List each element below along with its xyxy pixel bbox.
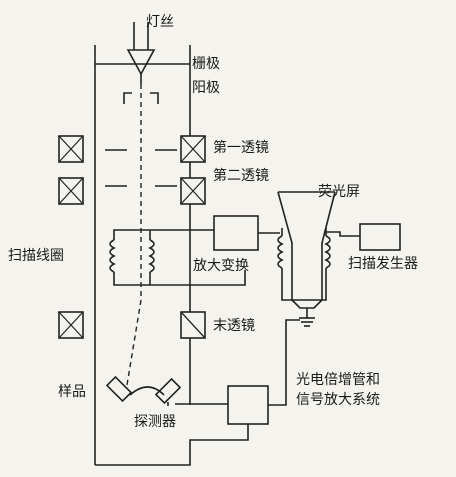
scan-coil-left-icon bbox=[109, 239, 116, 273]
final-lens bbox=[58, 311, 206, 339]
lens1-coil-right-icon bbox=[180, 135, 206, 163]
electron-beam-deflected bbox=[126, 299, 142, 386]
scan-gen-wire bbox=[326, 231, 360, 237]
final-lens-coil-left-icon bbox=[58, 311, 84, 339]
label-screen: 荧光屏 bbox=[318, 184, 360, 200]
sample-icon bbox=[105, 375, 133, 403]
second-lens bbox=[58, 177, 206, 205]
crt-coil-right-icon bbox=[324, 228, 331, 290]
first-lens bbox=[58, 135, 206, 163]
scan-wire-bottom bbox=[113, 270, 246, 286]
crt-coil-left-icon bbox=[277, 228, 284, 290]
detector-icon bbox=[129, 377, 228, 406]
label-second-lens: 第二透镜 bbox=[213, 168, 269, 184]
pmt-box bbox=[227, 385, 269, 425]
label-grid: 栅极 bbox=[192, 56, 220, 72]
label-anode: 阳极 bbox=[192, 80, 220, 96]
bottom-signal-wire bbox=[95, 415, 249, 466]
lens2-coil-right-icon bbox=[180, 177, 206, 205]
label-first-lens: 第一透镜 bbox=[213, 140, 269, 156]
final-lens-coil-right-icon bbox=[180, 311, 206, 339]
label-final-lens: 末透镜 bbox=[213, 318, 255, 334]
lens1-coil-left-icon bbox=[58, 135, 84, 163]
crt-screen-icon bbox=[277, 191, 336, 327]
label-scan-generator: 扫描发生器 bbox=[348, 256, 418, 272]
filament-icon bbox=[126, 22, 156, 84]
label-filament: 灯丝 bbox=[146, 14, 174, 30]
label-sample: 样品 bbox=[58, 384, 86, 400]
pmt-to-crt-wire bbox=[268, 319, 300, 406]
scan-coil-right-icon bbox=[148, 239, 155, 273]
label-scan-coil: 扫描线圈 bbox=[8, 248, 64, 264]
anode-icon bbox=[123, 92, 159, 104]
label-amplifier: 放大变换 bbox=[193, 258, 249, 274]
amplifier-box bbox=[213, 215, 259, 251]
label-detector: 探测器 bbox=[134, 414, 176, 430]
label-pmt-line2: 信号放大系统 bbox=[296, 392, 380, 408]
scan-generator-box bbox=[359, 223, 401, 251]
label-pmt-line1: 光电倍增管和 bbox=[296, 372, 380, 388]
scan-wire-top bbox=[113, 229, 245, 240]
lens2-coil-left-icon bbox=[58, 177, 84, 205]
